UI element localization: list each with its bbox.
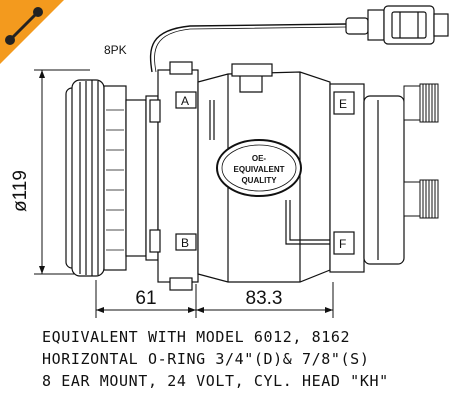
badge-text: easyfit (34, 36, 60, 62)
spec-note-2: HORIZONTAL O-RING 3/4"(D)& 7/8"(S) (42, 350, 370, 368)
front-head (149, 61, 199, 291)
service-port-top (403, 83, 439, 123)
spec-note-1: EQUIVALENT WITH MODEL 6012, 8162 (42, 328, 351, 346)
electrical-connector (345, 5, 449, 45)
easyfit-badge: easyfit (0, 0, 64, 64)
clutch-wire-inner (154, 26, 347, 73)
port-e-label: E (339, 97, 347, 111)
spec-note-3: 8 EAR MOUNT, 24 VOLT, CYL. HEAD "KH" (42, 372, 389, 390)
rear-head (329, 83, 405, 273)
length-dimensions (95, 280, 334, 318)
pulley (65, 79, 159, 277)
port-b-label: B (181, 236, 189, 250)
port-f-label: F (339, 237, 346, 251)
port-a-label: A (181, 94, 189, 108)
clutch-wire (149, 23, 347, 73)
service-port-bottom (403, 179, 439, 219)
pulley-spec-label: 8PK (104, 43, 127, 57)
stamp-line-3: QUALITY (241, 176, 277, 185)
wrench-icon (5, 7, 43, 45)
diameter-label: ø119 (10, 170, 31, 212)
dimension-left-label: 61 (135, 288, 156, 309)
stamp-line-1: OE- (252, 154, 267, 163)
oe-quality-stamp: OE- EQUIVALENT QUALITY (216, 139, 302, 197)
stamp-line-2: EQUIVALENT (234, 165, 285, 174)
dimension-right-label: 83.3 (246, 288, 283, 309)
badge-background (0, 0, 64, 64)
pulley-grooves (106, 109, 124, 251)
